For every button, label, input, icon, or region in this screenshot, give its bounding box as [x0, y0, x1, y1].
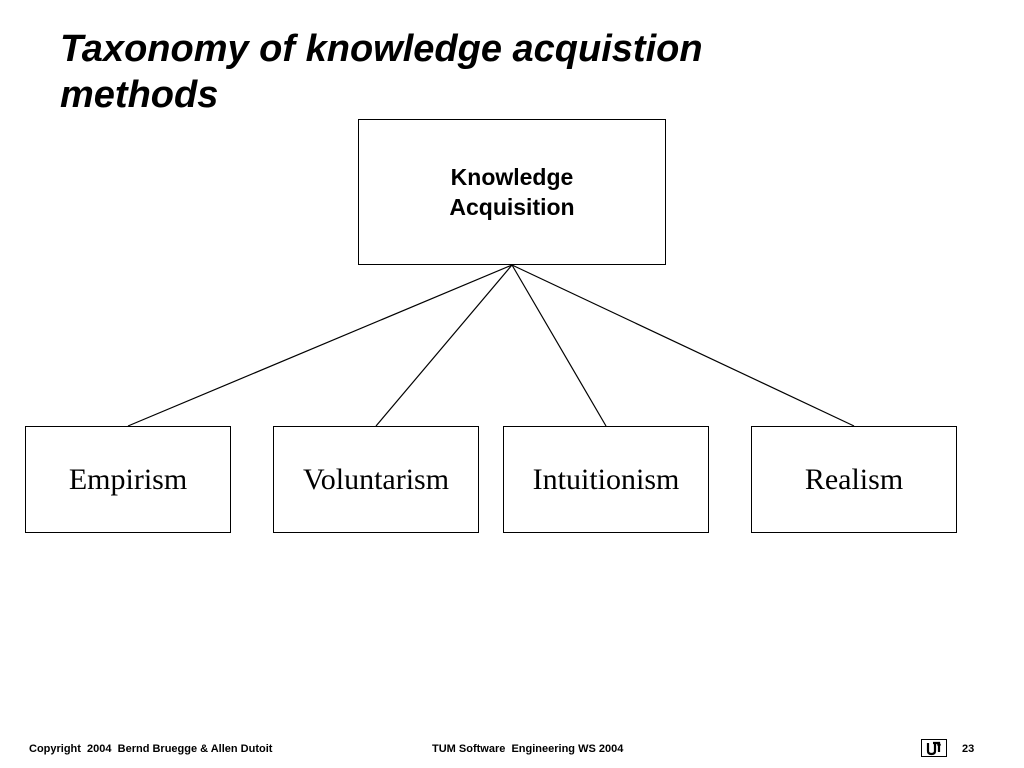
- child-node-realism: Realism: [751, 426, 957, 533]
- connector-realism: [511, 264, 855, 427]
- child-node-voluntarism: Voluntarism: [273, 426, 479, 533]
- slide-title-line-2: methods: [60, 74, 219, 116]
- connector-empirism: [127, 264, 513, 427]
- child-node-intuitionism: Intuitionism: [503, 426, 709, 533]
- root-node-label-line-1: Knowledge: [450, 164, 574, 190]
- root-node-label-line-2: Acquisition: [449, 194, 575, 220]
- slide-title: Taxonomy of knowledge acquistion methods: [60, 26, 960, 118]
- tum-logo-icon: [921, 739, 947, 757]
- footer-course: TUM Software Engineering WS 2004: [432, 743, 624, 755]
- root-node-knowledge-acquisition: Knowledge Acquisition: [358, 119, 666, 265]
- child-node-empirism: Empirism: [25, 426, 231, 533]
- connector-voluntarism: [375, 264, 513, 427]
- connector-intuitionism: [511, 264, 607, 427]
- page-number: 23: [962, 743, 975, 755]
- slide-title-line-1: Taxonomy of knowledge acquistion: [60, 28, 703, 70]
- footer-copyright: Copyright 2004 Bernd Bruegge & Allen Dut…: [29, 743, 273, 755]
